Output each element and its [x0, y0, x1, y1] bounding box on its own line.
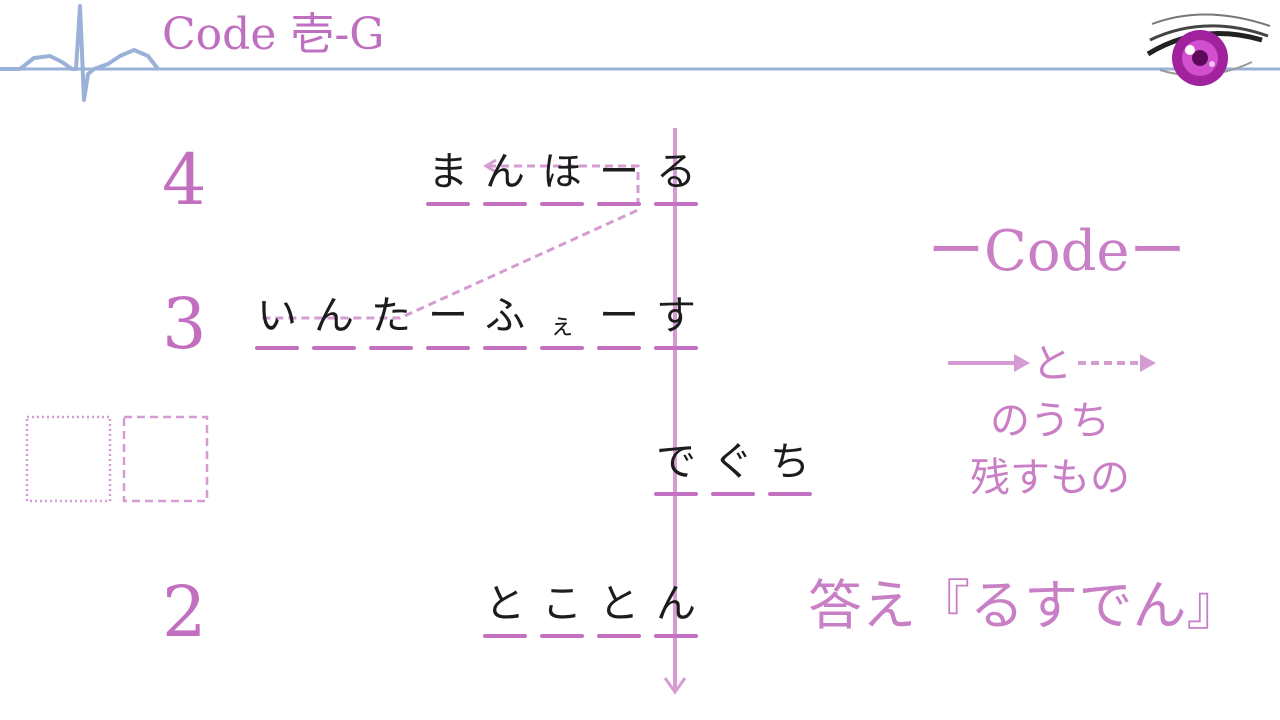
- hint-line-2: のうち: [990, 398, 1110, 444]
- purple-eye-icon: [1146, 13, 1271, 86]
- page-title: Code 壱-G: [162, 9, 385, 60]
- char-slot: ん: [654, 580, 698, 638]
- dashed-arrow-icon: [1078, 354, 1156, 372]
- vertical-down-arrow: [663, 128, 687, 695]
- dashed-connector-arrow: [260, 158, 640, 320]
- char-slot: い: [255, 292, 299, 350]
- char-slot: ー: [597, 292, 641, 350]
- char-slot: ー: [597, 148, 641, 206]
- row-number-3: 3: [162, 283, 207, 365]
- char-slot: ふ: [483, 292, 527, 350]
- hint-line-3: 残すもの: [970, 455, 1130, 501]
- char-slot: ほ: [540, 148, 584, 206]
- char-slot: ん: [312, 292, 356, 350]
- char-slot: す: [654, 292, 698, 350]
- code-label: ーCodeー: [928, 219, 1186, 284]
- legend-to-char: と: [1032, 341, 1072, 387]
- row-number-2: 2: [162, 571, 207, 653]
- dashed-box-icon: [122, 415, 209, 503]
- char-slot: ー: [426, 292, 470, 350]
- char-slot: た: [369, 292, 413, 350]
- char-slot: ん: [483, 148, 527, 206]
- answer-text: 答え『るすでん』: [808, 574, 1241, 637]
- char-slot: ぇ: [540, 292, 584, 350]
- char-slot: ま: [426, 148, 470, 206]
- char-slot: る: [654, 148, 698, 206]
- char-slot: と: [597, 580, 641, 638]
- char-slot: こ: [540, 580, 584, 638]
- solid-arrow-icon: [948, 354, 1030, 372]
- ekg-heartbeat-icon: [0, 4, 160, 102]
- row-number-4: 4: [162, 139, 207, 221]
- dotted-box-icon: [25, 415, 112, 503]
- char-slot: と: [483, 580, 527, 638]
- char-slot: ぐ: [711, 438, 755, 496]
- char-slot: で: [654, 438, 698, 496]
- char-slot: ち: [768, 438, 812, 496]
